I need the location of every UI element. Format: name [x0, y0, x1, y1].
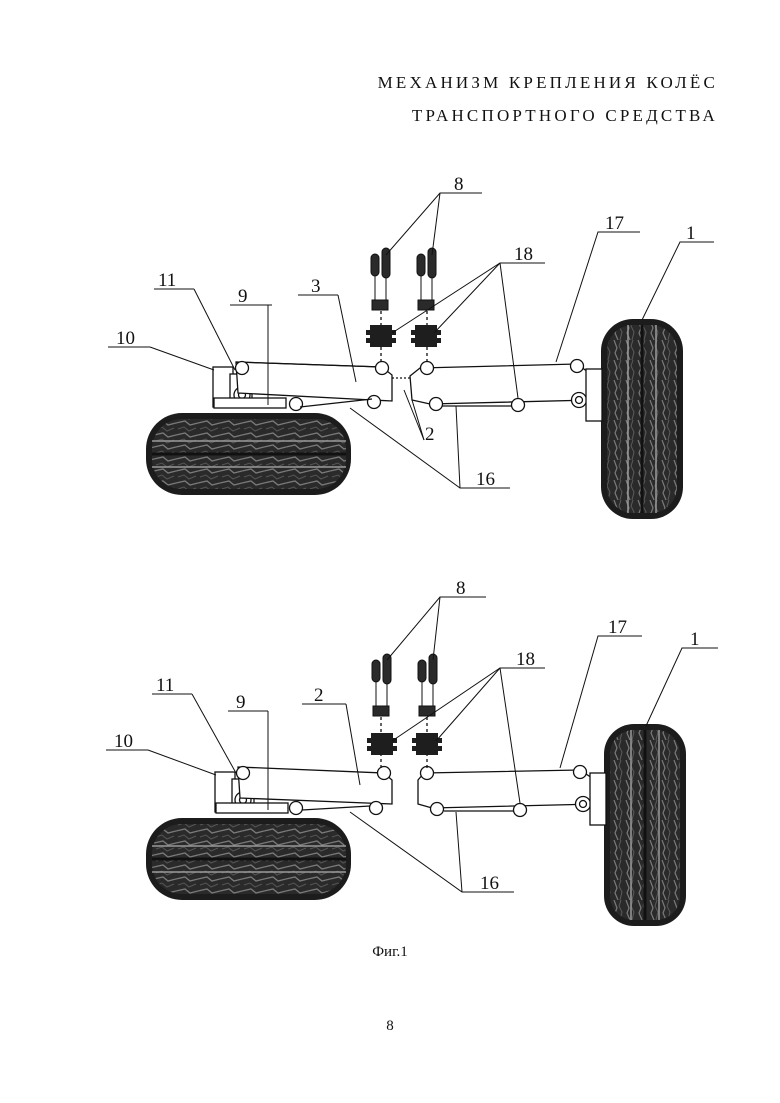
gear-clutch-right — [412, 733, 442, 755]
right-suspension-arm — [417, 764, 607, 826]
left-wheel — [146, 818, 351, 900]
right-wheel — [604, 724, 686, 926]
gear-clutch-left — [366, 325, 396, 347]
document-title-line-2: ТРАНСПОРТНОГО СРЕДСТВА — [411, 106, 718, 125]
label-3: 3 — [311, 276, 321, 297]
label-18: 18 — [514, 244, 533, 265]
leader-lines — [108, 192, 714, 489]
label-1: 1 — [690, 629, 700, 650]
label-11: 11 — [158, 270, 176, 291]
label-8: 8 — [454, 174, 464, 195]
callout-labels: 8 18 17 1 11 9 2 10 16 — [114, 578, 700, 894]
label-16: 16 — [480, 873, 499, 894]
label-8: 8 — [456, 578, 466, 599]
left-wheel — [146, 413, 351, 495]
label-18: 18 — [516, 649, 535, 670]
gear-clutch-right — [411, 325, 441, 347]
label-9: 9 — [236, 692, 246, 713]
gear-clutch-left — [367, 733, 397, 755]
left-suspension-arm — [214, 765, 393, 816]
label-2: 2 — [425, 424, 435, 445]
page-number: 8 — [386, 1018, 394, 1034]
label-11: 11 — [156, 675, 174, 696]
label-17: 17 — [608, 617, 627, 638]
figure-bottom: 8 18 17 1 11 9 2 10 16 — [106, 578, 718, 926]
callout-labels: 8 18 17 1 11 9 3 10 2 16 — [116, 174, 696, 490]
right-suspension-arm — [409, 358, 603, 422]
right-wheel — [601, 319, 683, 519]
figure-top: 8 18 17 1 11 9 3 10 2 16 — [108, 174, 714, 519]
label-9: 9 — [238, 286, 248, 307]
document-title-line-1: МЕХАНИЗМ КРЕПЛЕНИЯ КОЛЁС — [377, 73, 718, 92]
actuator-right-pair — [417, 653, 438, 717]
actuator-left-pair — [371, 653, 392, 717]
actuator-right-pair — [416, 247, 437, 311]
label-10: 10 — [116, 328, 135, 349]
label-10: 10 — [114, 731, 133, 752]
label-17: 17 — [605, 213, 624, 234]
leader-lines — [106, 596, 718, 893]
label-1: 1 — [686, 223, 696, 244]
figure-caption: Фиг.1 — [372, 944, 408, 960]
actuator-left-pair — [370, 247, 391, 311]
label-16: 16 — [476, 469, 495, 490]
label-2: 2 — [314, 685, 324, 706]
left-suspension-arm — [212, 360, 393, 412]
